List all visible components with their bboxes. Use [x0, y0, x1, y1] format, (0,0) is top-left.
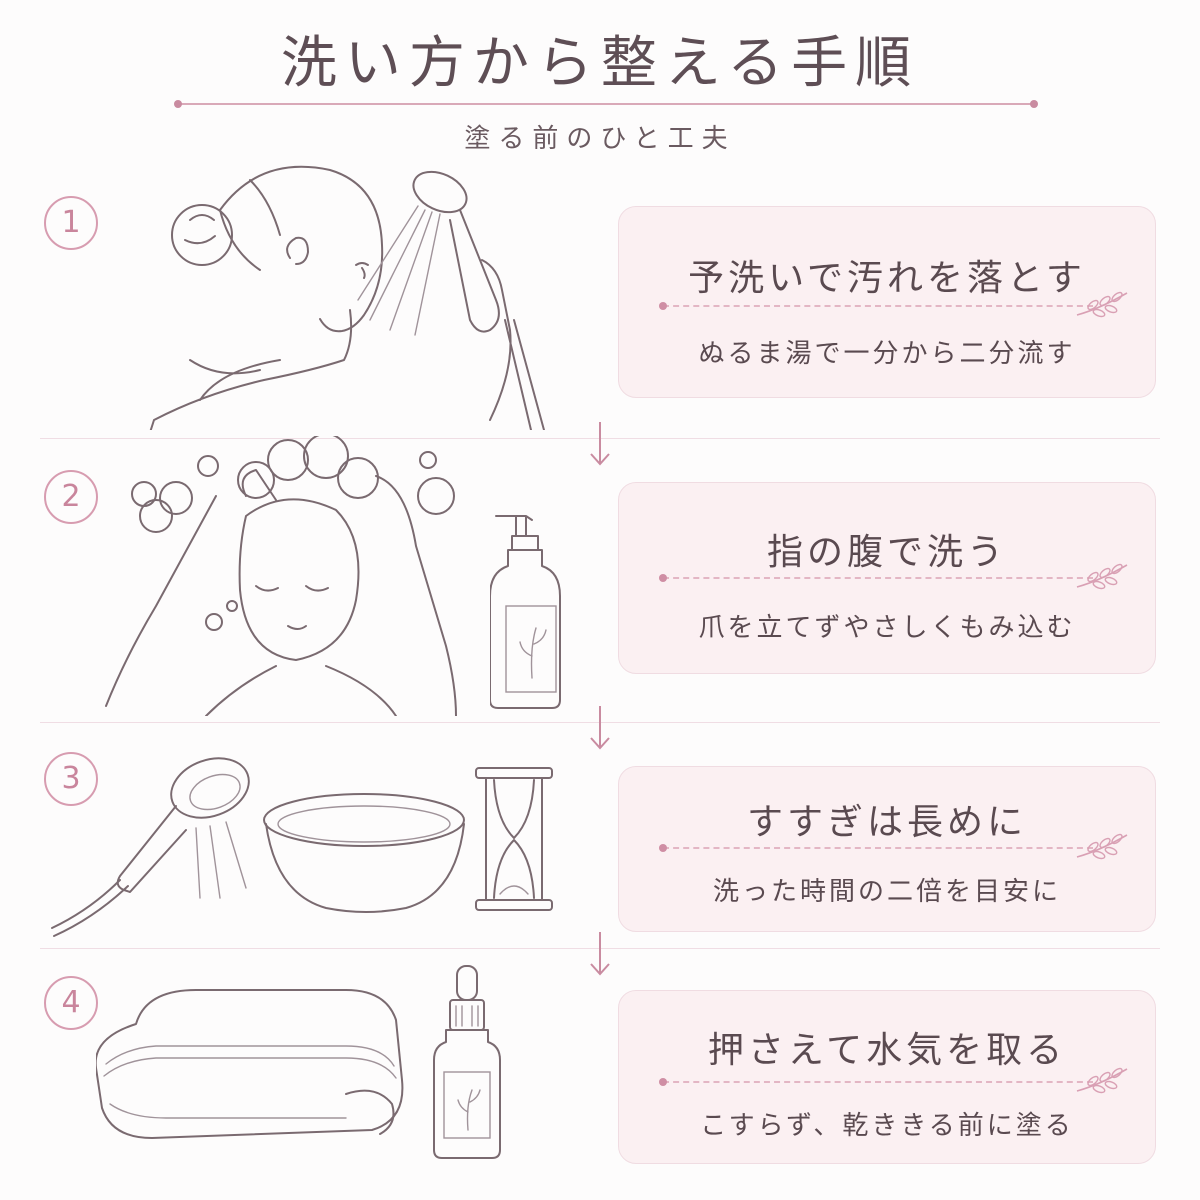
- leaf-sprig-icon: [1076, 563, 1128, 590]
- step-card: すすぎは長めに 洗った時間の二倍を目安に: [618, 766, 1156, 932]
- woman-rinsing-hair-icon: [149, 165, 545, 430]
- step-title: 押さえて水気を取る: [707, 1030, 1067, 1071]
- leaf-sprig-icon: [1076, 291, 1128, 318]
- card-divider: [659, 302, 1093, 310]
- page-subtitle: 塗る前のひと工夫: [464, 124, 736, 154]
- leaf-sprig-icon: [1076, 1067, 1128, 1094]
- step-number: 1: [44, 196, 98, 250]
- step-card: 押さえて水気を取る こすらず、乾ききる前に塗る: [618, 990, 1156, 1164]
- shampoo-bottle-icon: [490, 515, 561, 709]
- woman-washing-hair-icon: [105, 436, 457, 716]
- shower-head-icon: [51, 757, 250, 937]
- step-description: 洗った時間の二倍を目安に: [712, 877, 1061, 907]
- down-arrow-icon: [590, 706, 610, 750]
- folded-towel-icon: [96, 989, 404, 1139]
- down-arrow-icon: [590, 932, 610, 976]
- step-number: 3: [44, 752, 98, 806]
- step-description: 爪を立てずやさしくもみ込む: [698, 613, 1076, 643]
- card-divider: [659, 844, 1093, 852]
- step-title: 予洗いで汚れを落とす: [688, 258, 1086, 299]
- page-title: 洗い方から整える手順: [280, 31, 920, 96]
- basin-icon: [263, 793, 465, 913]
- step-number: 2: [44, 470, 98, 524]
- step-number: 4: [44, 976, 98, 1030]
- step-description: ぬるま湯で一分から二分流す: [698, 339, 1076, 369]
- step-title: すすぎは長めに: [746, 802, 1027, 843]
- step-card: 予洗いで汚れを落とす ぬるま湯で一分から二分流す: [618, 206, 1156, 398]
- card-divider: [659, 574, 1093, 582]
- serum-dropper-bottle-icon: [433, 965, 501, 1159]
- title-divider: [174, 100, 1038, 108]
- step-description: こすらず、乾ききる前に塗る: [700, 1111, 1074, 1141]
- down-arrow-icon: [590, 422, 610, 466]
- step-card: 指の腹で洗う 爪を立てずやさしくもみ込む: [618, 482, 1156, 674]
- leaf-sprig-icon: [1076, 833, 1128, 860]
- hourglass-icon: [475, 767, 553, 911]
- card-divider: [659, 1078, 1093, 1086]
- step-title: 指の腹で洗う: [766, 532, 1007, 573]
